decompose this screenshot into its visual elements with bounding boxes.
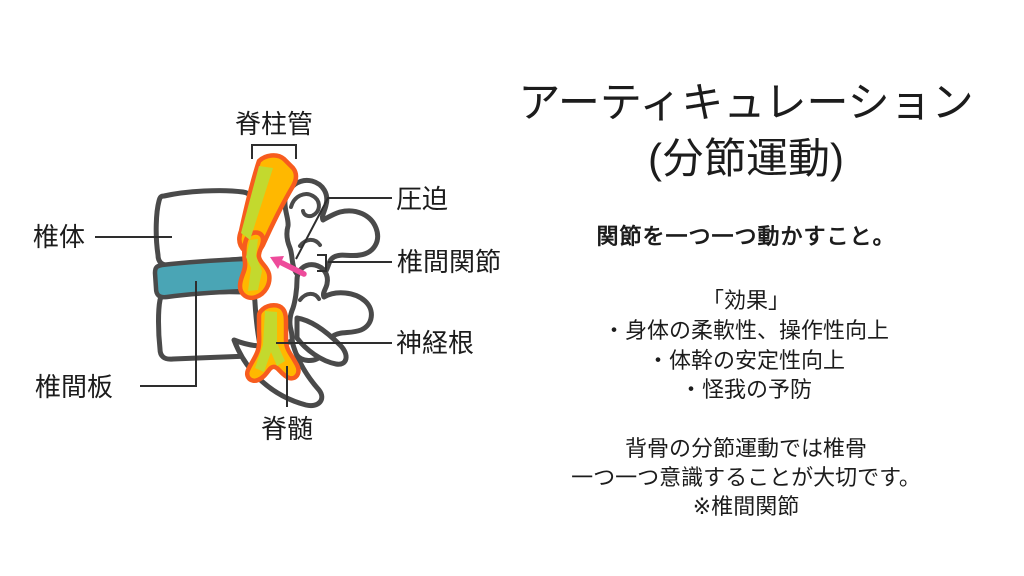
- effect-item-3: ・怪我の予防: [679, 377, 812, 402]
- label-spinal-cord: 脊髄: [261, 414, 313, 444]
- lower-inferior-process: [294, 315, 349, 367]
- upper-facet-detail: [298, 237, 322, 248]
- pointer-compression: [295, 197, 392, 260]
- arrowhead: [270, 256, 284, 269]
- upper-posterior-arch: [282, 177, 381, 284]
- effects-header: 「効果」: [701, 288, 790, 313]
- vertebrae-bones: [153, 177, 381, 409]
- spine-diagram: 脊柱管 椎体 椎間板 圧迫 椎間関節 神経根 脊髄: [33, 109, 501, 444]
- bracket-facet-joint: [317, 254, 327, 272]
- effect-item-2: ・体幹の安定性向上: [646, 348, 845, 373]
- diagram-labels: 脊柱管 椎体 椎間板 圧迫 椎間関節 神経根 脊髄: [33, 109, 501, 444]
- note-line2: 一つ一つ意識することが大切です。: [571, 465, 921, 490]
- label-compression: 圧迫: [396, 184, 448, 214]
- note-line1: 背骨の分節運動では椎骨: [624, 436, 867, 461]
- cord-inner-stripes: [241, 166, 285, 372]
- pointer-disc: [140, 281, 197, 387]
- compression-arrow: [270, 256, 307, 277]
- label-intervertebral-disc: 椎間板: [35, 372, 113, 402]
- label-nerve-root: 神経根: [396, 328, 474, 358]
- lower-facet-detail: [298, 291, 321, 302]
- effect-item-1: ・身体の柔軟性、操作性向上: [602, 318, 889, 343]
- bracket-spinal-canal: [251, 144, 297, 159]
- page-title-line1: アーティキュレーション: [518, 79, 974, 126]
- page-title-line2: (分節運動): [648, 135, 844, 182]
- pointer-lines: [95, 144, 392, 407]
- note-line3: ※椎間関節: [692, 494, 800, 519]
- label-facet-joint: 椎間関節: [397, 247, 501, 277]
- definition-statement: 関節を一つ一つ動かすこと。: [596, 224, 896, 249]
- label-spinal-canal: 脊柱管: [235, 109, 313, 139]
- label-vertebral-body: 椎体: [33, 222, 85, 252]
- articular-curl-detail: [289, 192, 321, 219]
- upper-vertebral-body: [153, 188, 255, 268]
